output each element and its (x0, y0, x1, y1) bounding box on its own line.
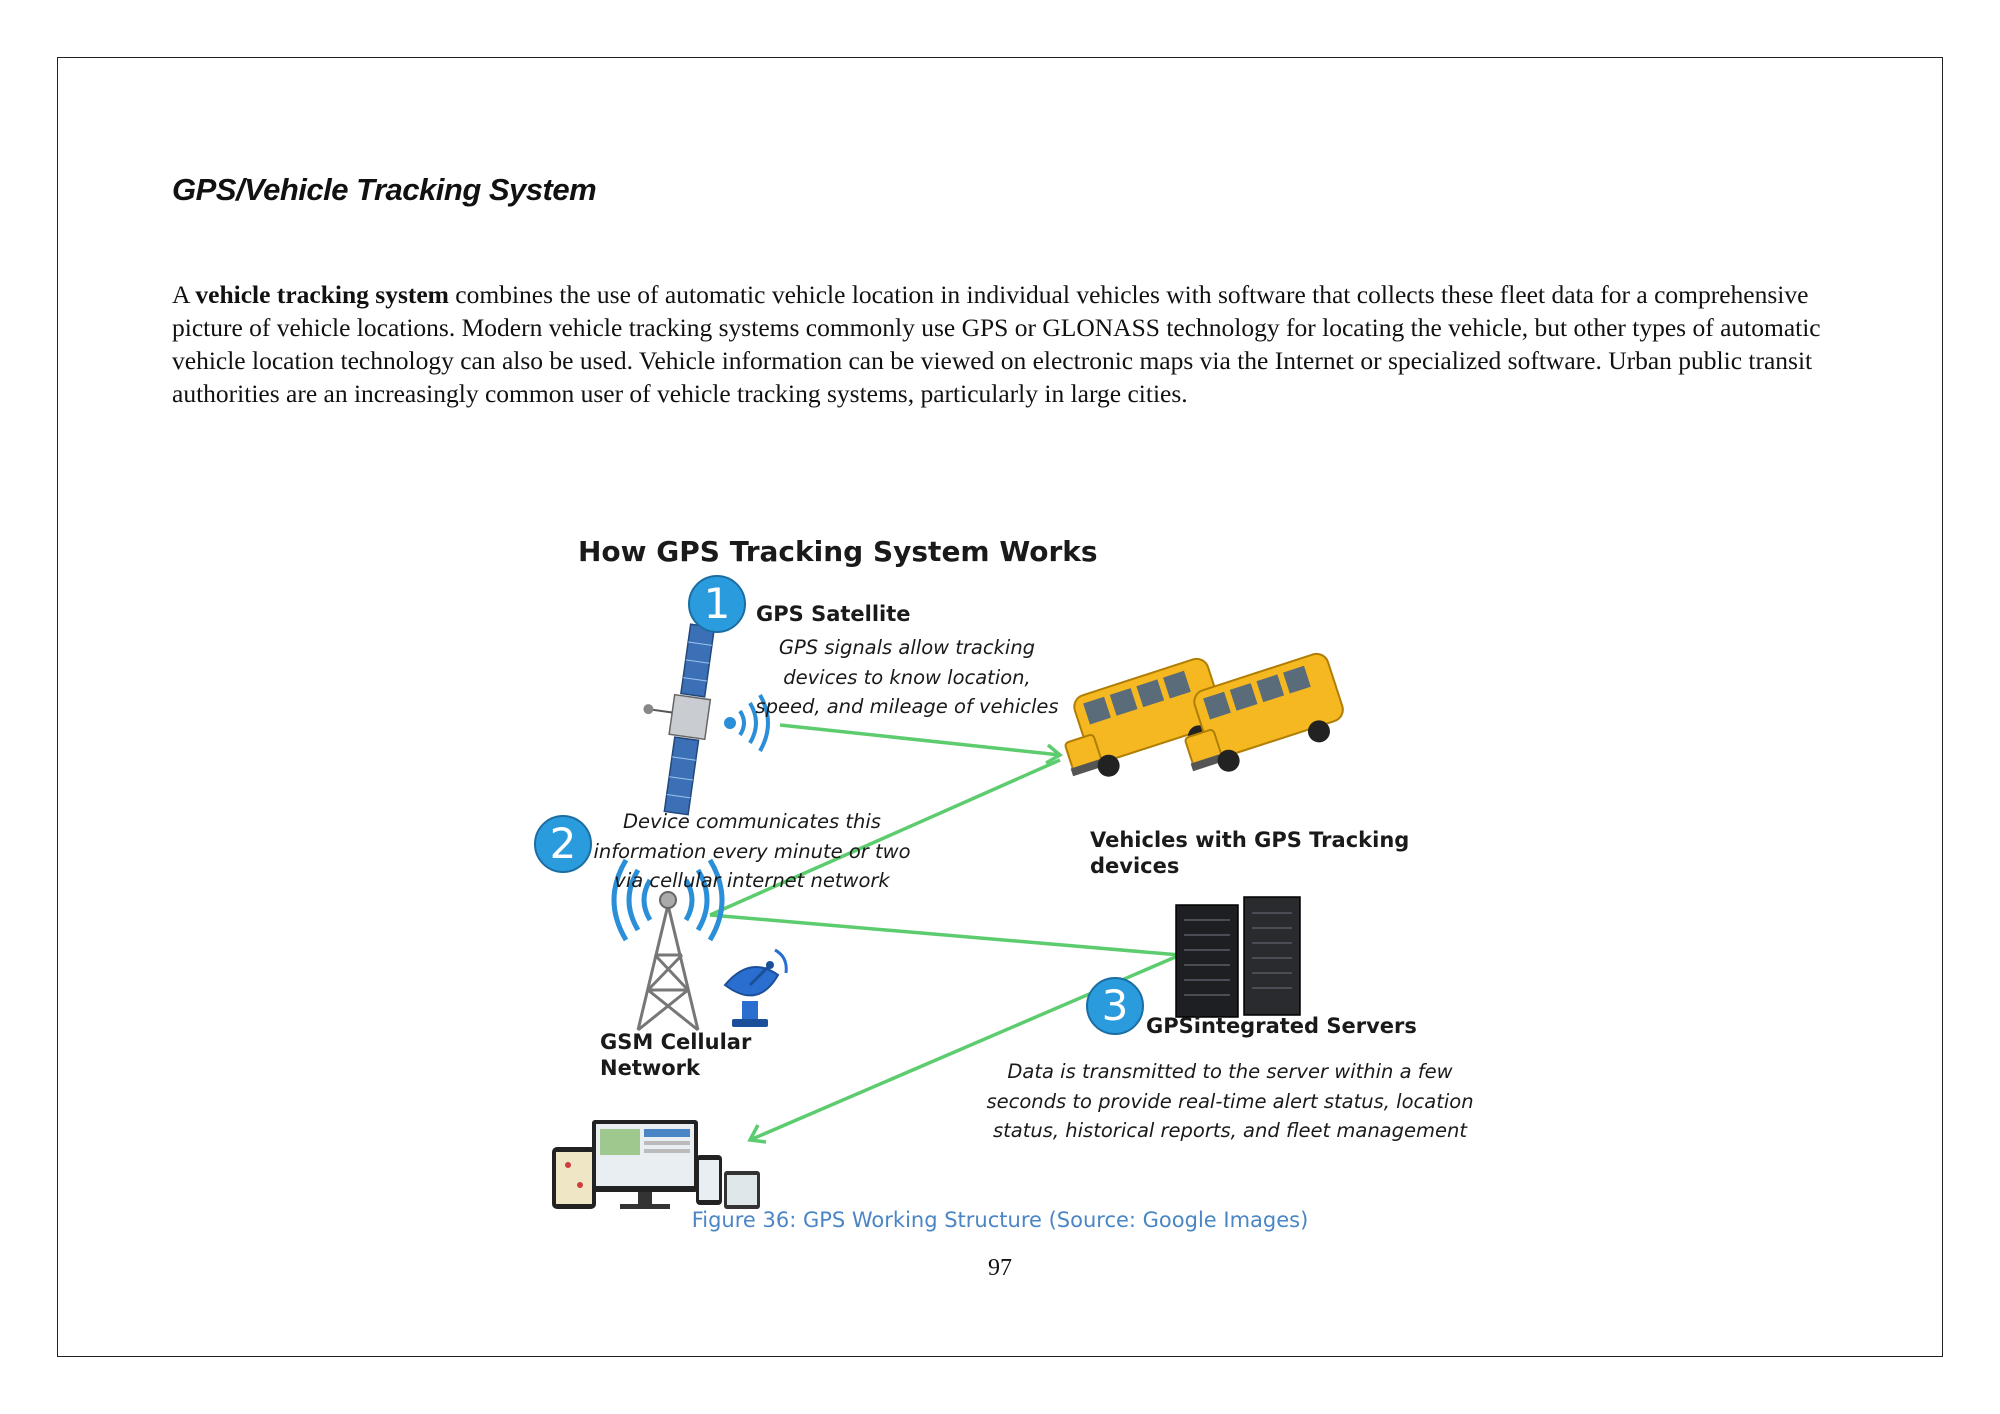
step-2-description: Device communicates this information eve… (592, 807, 912, 896)
vehicles-label-line: Vehicles with GPS Tracking (1090, 828, 1410, 852)
paragraph-bold-term: vehicle tracking system (195, 280, 449, 309)
step-1-description: GPS signals allow tracking devices to kn… (752, 633, 1062, 722)
step-2-desc-line: information every minute or two (593, 839, 911, 863)
step-3-desc-line: seconds to provide real-time alert statu… (986, 1089, 1474, 1113)
school-bus-icon (1064, 652, 1344, 777)
arrowhead-vehicles (1045, 743, 1064, 765)
step-2-desc-line: Device communicates this (623, 810, 881, 833)
step-3-desc-line: Data is transmitted to the server within… (1007, 1060, 1453, 1083)
network-label-line: GSM Cellular (600, 1030, 752, 1054)
step-3-description: Data is transmitted to the server within… (980, 1057, 1480, 1146)
figure-caption: Figure 36: GPS Working Structure (Source… (691, 1208, 1309, 1232)
satellite-icon (643, 623, 716, 816)
vehicles-label-line: devices (1090, 854, 1180, 878)
step-1-desc-line: speed, and mileage of vehicles (755, 695, 1059, 718)
step-2-badge: 2 (534, 815, 592, 873)
step-1-desc-line: devices to know location, (783, 665, 1031, 689)
devices-icon (552, 1120, 760, 1209)
arrowhead-devices (747, 1124, 767, 1144)
step-1-badge: 1 (688, 575, 746, 633)
figure-title: How GPS Tracking System Works (578, 535, 1098, 568)
arrow-vehicles-to-tower (709, 758, 1061, 917)
satellite-dish-icon (723, 948, 788, 1027)
page-frame (57, 57, 1943, 1357)
body-paragraph: A vehicle tracking system combines the u… (172, 278, 1837, 410)
arrow-tower-to-servers (709, 913, 1181, 957)
step-3-label: GPSintegrated Servers (1146, 1014, 1417, 1038)
step-3-desc-line: status, historical reports, and fleet ma… (992, 1119, 1468, 1142)
step-3-badge: 3 (1086, 977, 1144, 1035)
arrow-satellite-to-vehicles (779, 723, 1061, 757)
network-label-line: Network (600, 1056, 701, 1080)
gps-figure: How GPS Tracking System Works 1 GPS Sate… (520, 525, 1480, 1215)
step-2-desc-line: via cellular internet network (614, 869, 890, 892)
section-heading: GPS/Vehicle Tracking System (172, 172, 597, 207)
vehicles-label: Vehicles with GPS Tracking devices (1090, 827, 1409, 879)
step-1-desc-line: GPS signals allow tracking (778, 636, 1036, 659)
cell-tower-icon (611, 858, 725, 1032)
paragraph-lead: A (172, 280, 196, 309)
signal-waves-icon (724, 694, 770, 752)
network-label: GSM Cellular Network (600, 1029, 751, 1081)
server-rack-icon (1175, 896, 1301, 1018)
page-number: 97 (988, 1255, 1012, 1281)
paragraph-rest: combines the use of automatic vehicle lo… (172, 280, 1821, 408)
step-1-label: GPS Satellite (756, 602, 911, 626)
